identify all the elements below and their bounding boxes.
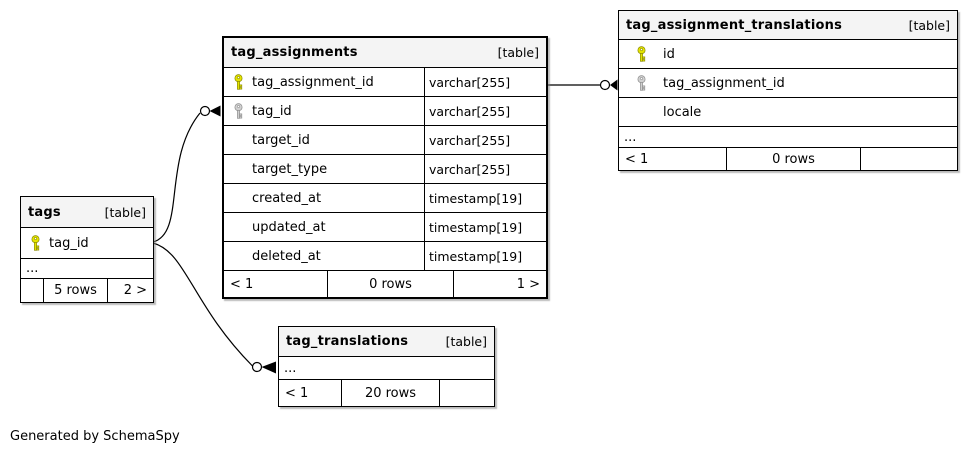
table-row: tag_id varchar[255] <box>224 97 546 126</box>
table-tags[interactable]: tags [table] tag_id ... 5 rows 2 > <box>20 196 154 303</box>
column-type: timestamp[19] <box>424 184 546 212</box>
column-name: target_type <box>252 161 328 177</box>
primary-key-icon <box>224 74 252 90</box>
footer-prev[interactable]: < 1 <box>224 271 328 297</box>
table-badge: [table] <box>104 204 146 220</box>
table-footer: < 1 0 rows 1 > <box>224 271 546 297</box>
table-tag_assignments[interactable]: tag_assignments [table] tag_assignment_i… <box>222 36 548 299</box>
footer-row-count: 20 rows <box>342 380 440 406</box>
footer-row-count: 0 rows <box>727 148 861 170</box>
column-name: id <box>663 46 675 62</box>
column-type: varchar[255] <box>424 68 546 96</box>
table-name: tags <box>28 204 61 220</box>
table-row: updated_at timestamp[19] <box>224 213 546 242</box>
table-badge: [table] <box>908 17 950 33</box>
column-type: varchar[255] <box>424 155 546 183</box>
foreign-key-icon <box>619 75 663 91</box>
table-row: tag_assignment_id varchar[255] <box>224 68 546 97</box>
more-columns-ellipsis: ... <box>21 259 153 279</box>
column-name: deleted_at <box>252 248 321 264</box>
table-footer: < 1 20 rows <box>279 380 494 406</box>
more-columns-ellipsis: ... <box>619 127 957 148</box>
table-footer: < 1 0 rows <box>619 148 957 170</box>
primary-key-icon <box>619 46 663 62</box>
footer-prev[interactable]: < 1 <box>619 148 727 170</box>
relationship-tags-to-tag_assignments <box>152 105 221 243</box>
table-tags-header[interactable]: tags [table] <box>21 197 153 228</box>
column-name: tag_id <box>252 103 292 119</box>
table-row: locale <box>619 98 957 127</box>
column-type: timestamp[19] <box>424 213 546 241</box>
column-name: locale <box>663 104 702 120</box>
column-name: tag_assignment_id <box>252 74 374 90</box>
table-tag_assignments-header[interactable]: tag_assignments [table] <box>224 38 546 68</box>
table-row: id <box>619 40 957 69</box>
table-name: tag_translations <box>286 334 409 349</box>
footer-next <box>861 148 957 170</box>
table-name: tag_assignments <box>231 45 358 60</box>
table-name: tag_assignment_translations <box>626 17 843 33</box>
column-name: updated_at <box>252 219 326 235</box>
footer-prev <box>21 279 44 302</box>
table-row: target_type varchar[255] <box>224 155 546 184</box>
column-type: varchar[255] <box>424 126 546 154</box>
column-type: timestamp[19] <box>424 242 546 270</box>
footer-row-count: 5 rows <box>44 279 108 302</box>
generated-by-note: Generated by SchemaSpy <box>10 429 180 444</box>
footer-prev[interactable]: < 1 <box>279 380 342 406</box>
column-name: created_at <box>252 190 322 206</box>
table-row: tag_id <box>21 228 153 259</box>
column-type: varchar[255] <box>424 97 546 125</box>
more-columns-ellipsis: ... <box>279 357 494 380</box>
table-row: target_id varchar[255] <box>224 126 546 155</box>
table-row: tag_assignment_id <box>619 69 957 98</box>
table-badge: [table] <box>497 45 539 60</box>
table-row: created_at timestamp[19] <box>224 184 546 213</box>
column-name: tag_assignment_id <box>663 75 785 91</box>
footer-row-count: 0 rows <box>328 271 454 297</box>
table-row: deleted_at timestamp[19] <box>224 242 546 271</box>
relationship-tags-to-tag_translations <box>152 242 276 374</box>
table-badge: [table] <box>445 334 487 349</box>
primary-key-icon <box>21 235 49 251</box>
column-name: tag_id <box>49 235 89 251</box>
table-tag_assignment_translations-header[interactable]: tag_assignment_translations [table] <box>619 11 957 40</box>
foreign-key-icon <box>224 103 252 119</box>
footer-next <box>440 380 494 406</box>
table-tag_translations[interactable]: tag_translations [table] ... < 1 20 rows <box>278 326 495 407</box>
column-name: target_id <box>252 132 310 148</box>
footer-next[interactable]: 1 > <box>516 276 540 292</box>
table-tag_translations-header[interactable]: tag_translations [table] <box>279 327 494 357</box>
table-tag_assignment_translations[interactable]: tag_assignment_translations [table] id <box>618 10 958 171</box>
table-footer: 5 rows 2 > <box>21 279 153 302</box>
relationship-tag_assignments-to-tag_assignment_translations <box>548 79 618 91</box>
footer-next[interactable]: 2 > <box>123 283 147 298</box>
